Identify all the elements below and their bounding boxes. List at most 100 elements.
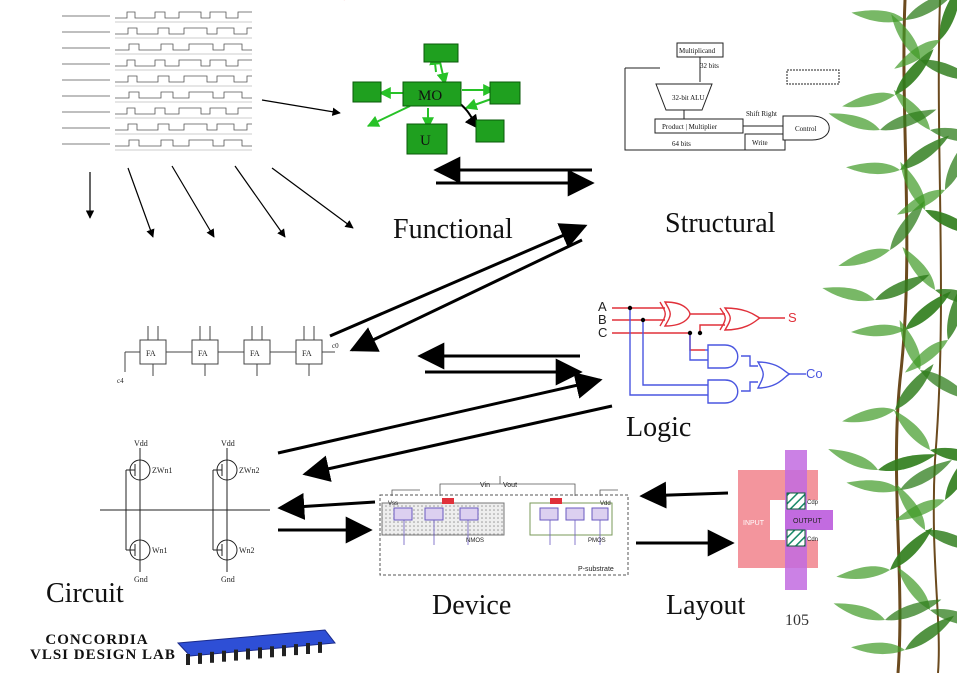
bamboo-leaf [905, 291, 951, 330]
carry-out-label: c4 [117, 377, 124, 385]
chip-logo [176, 629, 336, 665]
graph-node [406, 123, 448, 155]
transistor-label: ZWn2 [239, 466, 259, 475]
bamboo-leaf [842, 407, 895, 423]
bamboo-leaf [828, 113, 880, 131]
bamboo-leaf [846, 480, 900, 493]
full-adder-label: FA [198, 349, 208, 358]
chip-pin [270, 646, 274, 658]
gnd-label: Gnd [221, 575, 235, 584]
full-adder-label: FA [302, 349, 312, 358]
waveform-trace [115, 59, 252, 67]
waveform-trace [115, 91, 252, 99]
graph-node [423, 43, 459, 63]
full-adder-label: FA [146, 349, 156, 358]
vdd-label: Vdd [134, 439, 148, 448]
waveform-trace [115, 123, 252, 131]
waveform-trace [115, 139, 252, 147]
chip-pin [198, 652, 202, 664]
svg-text:OUTPUT: OUTPUT [793, 518, 823, 525]
chip-pin [246, 648, 250, 660]
logo-line-2: VLSI DESIGN LAB [30, 647, 176, 663]
chip-pin [258, 647, 262, 659]
bamboo-leaf [833, 603, 885, 621]
bamboo-leaf [904, 340, 948, 373]
bamboo-leaf [878, 454, 936, 471]
svg-text:32-bit ALU: 32-bit ALU [672, 94, 704, 102]
label-structural: Structural [665, 208, 776, 239]
logo-text: CONCORDIA VLSI DESIGN LAB [30, 632, 176, 663]
bamboo-leaf [930, 127, 957, 143]
svg-text:NMOS: NMOS [466, 538, 484, 544]
svg-text:Cdp: Cdp [807, 500, 819, 506]
label-device: Device [432, 590, 512, 621]
functional-graph: MO U [352, 43, 521, 155]
full-adder-cell [243, 339, 271, 365]
timing-waveforms [62, 11, 252, 151]
graph-node [489, 81, 521, 105]
bamboo-leaf [944, 135, 957, 190]
flow-arrows [85, 99, 735, 557]
bamboo-leaf [891, 14, 921, 60]
svg-text:64 bits: 64 bits [672, 140, 691, 148]
chip-pin [282, 645, 286, 657]
carry-in-label: c0 [332, 342, 339, 350]
bamboo-leaf [828, 448, 878, 471]
bamboo-leaf [875, 274, 930, 301]
bamboo-leaf [930, 609, 957, 627]
bamboo-leaf [838, 248, 890, 267]
chip-pin [234, 649, 238, 661]
bamboo-leaf [896, 189, 945, 215]
svg-text:A: A [598, 299, 607, 314]
graph-node [475, 119, 505, 143]
svg-text:B: B [598, 312, 607, 327]
chip-pin [186, 654, 190, 665]
logo-line-1: CONCORDIA [45, 632, 149, 648]
waveform-trace [115, 107, 252, 115]
chip-pin [318, 641, 322, 653]
svg-text:Co: Co [806, 366, 823, 381]
layout-cell: INPUT OUTPUT Cdp Cdn [738, 450, 833, 590]
bamboo-leaf [894, 39, 940, 69]
bamboo-leaf [836, 566, 890, 579]
svg-text:Vdd: Vdd [600, 501, 611, 507]
waveform-trace [115, 11, 252, 19]
device-cross-section: Vin Vout Vss Vdd NMOS PMOS P-substrate [379, 476, 629, 576]
bamboo-leaf [895, 49, 934, 95]
svg-text:32 bits: 32 bits [700, 62, 719, 70]
bamboo-leaf [896, 484, 926, 530]
adder-chain: FA FA FA FA c4 c0 [117, 326, 339, 385]
bamboo-leaf [920, 370, 957, 400]
bamboo-leaf [905, 615, 955, 650]
svg-text:Write: Write [752, 139, 768, 147]
bamboo-decoration [822, 0, 957, 673]
bamboo-leaf [930, 447, 957, 463]
label-circuit: Circuit [46, 578, 124, 609]
full-adder-cell [139, 339, 167, 365]
svg-text:INPUT: INPUT [743, 520, 765, 527]
bamboo-leaf [947, 282, 957, 341]
title-fragment [0, 0, 380, 2]
bamboo-leaf [894, 499, 945, 521]
bamboo-leaf [885, 599, 942, 621]
bamboo-leaf [925, 209, 957, 236]
transistor-label: Wn1 [152, 546, 168, 555]
svg-text:PMOS: PMOS [588, 538, 606, 544]
bamboo-leaf [851, 324, 905, 337]
full-adder-label: FA [250, 349, 260, 358]
waveform-trace [115, 43, 252, 51]
svg-text:Shift Right: Shift Right [746, 110, 777, 118]
bamboo-leaf [945, 448, 957, 500]
svg-text:P-substrate: P-substrate [578, 566, 614, 573]
bamboo-leaf [851, 10, 905, 23]
graph-node-label: U [420, 133, 431, 149]
transistor-label: ZWn1 [152, 466, 172, 475]
bamboo-leaf [925, 529, 957, 551]
bamboo-leaf [902, 246, 935, 290]
waveform-trace [115, 75, 252, 83]
svg-text:C: C [598, 325, 607, 340]
graph-node-label: MO [418, 88, 442, 104]
bamboo-leaf [880, 109, 937, 131]
svg-text:S: S [788, 310, 797, 325]
